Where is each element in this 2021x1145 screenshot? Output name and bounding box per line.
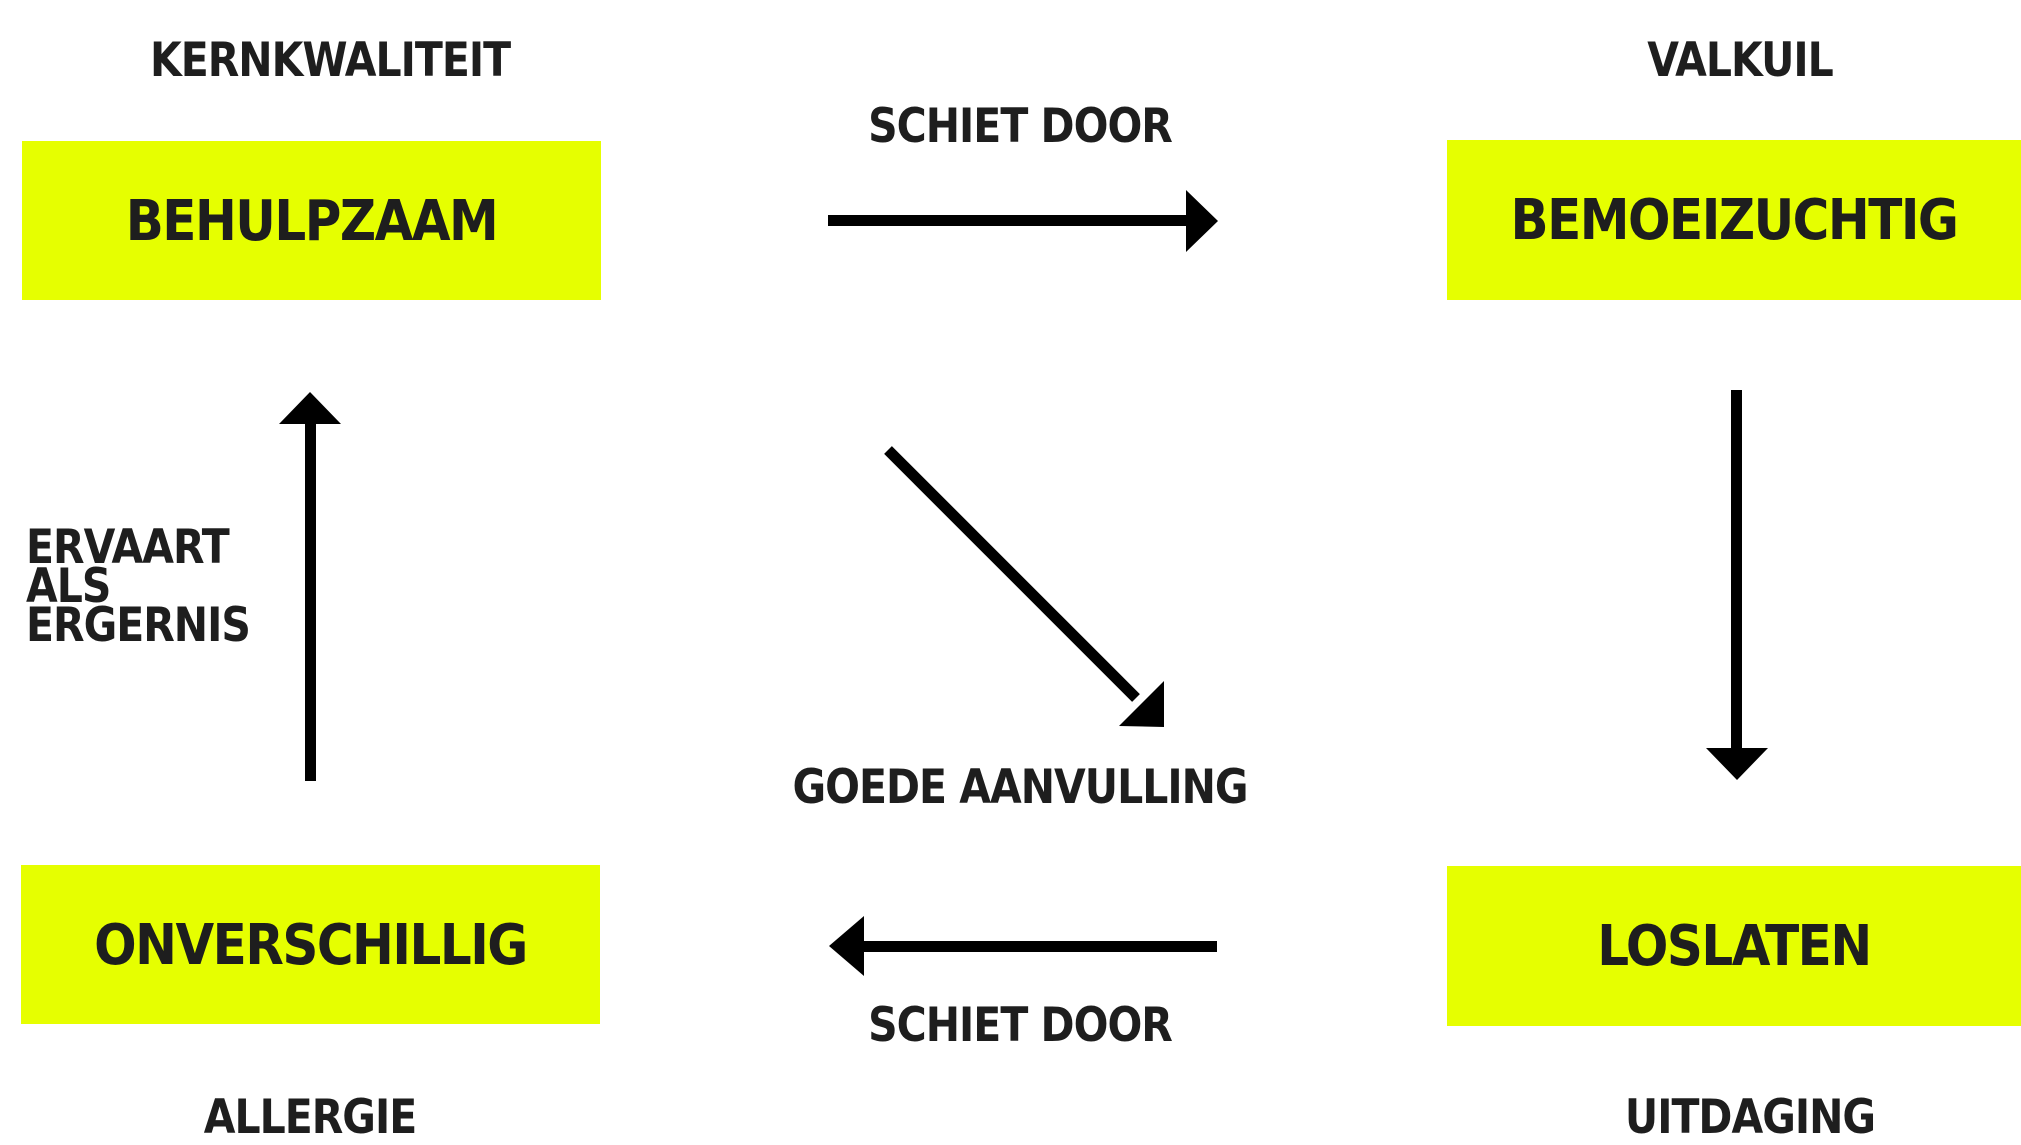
- arrow-top-shaft: [828, 215, 1190, 226]
- arrow-diagonal-head: [1119, 681, 1164, 727]
- box-uitdaging-text: LOSLATEN: [1597, 913, 1872, 979]
- label-allergie: ALLERGIE: [203, 1089, 417, 1145]
- label-valkuil: VALKUIL: [1647, 32, 1834, 88]
- arrow-right-head: [1706, 748, 1768, 780]
- label-ervaart: ERVAART: [26, 519, 230, 575]
- arrow-right-shaft: [1731, 390, 1742, 750]
- label-schiet-door-top: SCHIET DOOR: [868, 98, 1173, 154]
- arrow-bottom-head: [829, 916, 864, 976]
- label-goede-aanvulling: GOEDE AANVULLING: [792, 759, 1248, 815]
- box-valkuil: BEMOEIZUCHTIG: [1447, 140, 2021, 300]
- arrow-top-head: [1186, 190, 1218, 252]
- box-allergie-text: ONVERSCHILLIG: [94, 912, 528, 977]
- label-ervaart-als-ergernis: ERVAART ALS ERGERNIS: [26, 519, 251, 653]
- arrow-left-shaft: [305, 420, 316, 781]
- box-kernkwaliteit: BEHULPZAAM: [22, 141, 601, 300]
- arrow-left-head: [279, 392, 341, 424]
- box-kernkwaliteit-text: BEHULPZAAM: [125, 188, 499, 253]
- arrow-bottom-shaft: [860, 941, 1217, 952]
- box-valkuil-text: BEMOEIZUCHTIG: [1510, 187, 1959, 253]
- label-schiet-door-bottom: SCHIET DOOR: [868, 997, 1173, 1053]
- label-als: ALS: [26, 558, 111, 614]
- box-allergie: ONVERSCHILLIG: [21, 865, 600, 1024]
- label-kernkwaliteit: KERNKWALITEIT: [149, 32, 511, 88]
- label-ergernis: ERGERNIS: [26, 597, 251, 653]
- box-uitdaging: LOSLATEN: [1447, 866, 2021, 1026]
- arrow-diagonal-shaft: [884, 446, 1140, 702]
- label-uitdaging: UITDAGING: [1624, 1089, 1876, 1145]
